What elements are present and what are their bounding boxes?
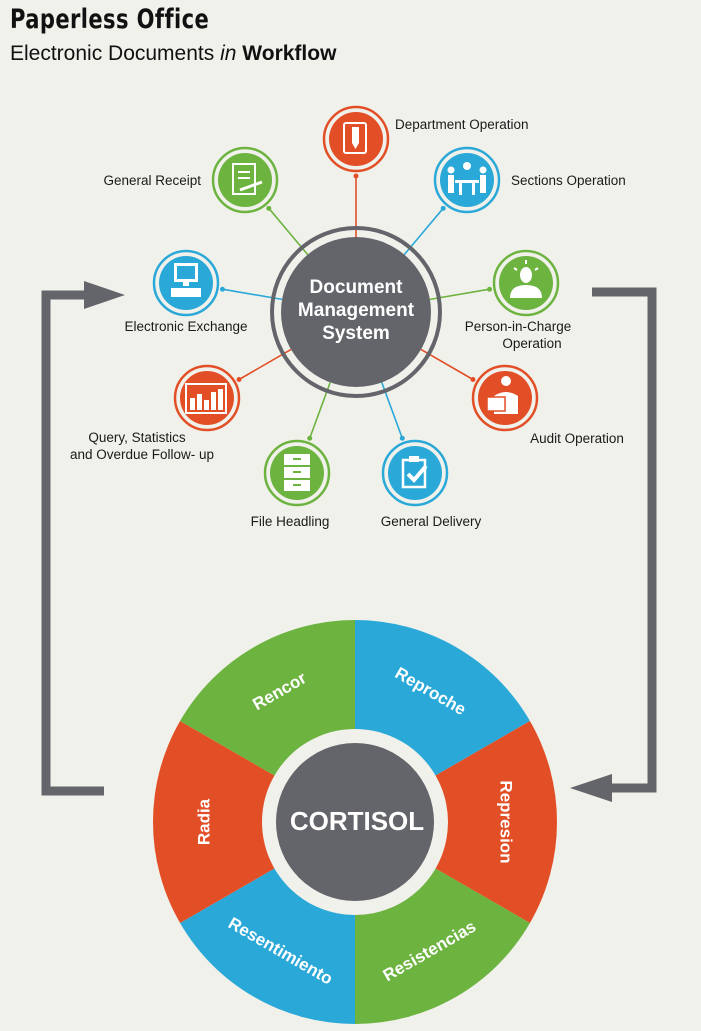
hub-line3: System	[322, 323, 390, 344]
file-cabinet-icon	[284, 454, 310, 491]
cycle-arrow-left	[41, 290, 104, 796]
meeting-icon	[447, 162, 487, 195]
subtitle-bold: Workflow	[242, 42, 337, 65]
cycle-arrow-right	[592, 287, 657, 793]
arrow-head-right	[570, 774, 612, 802]
connector-dot	[470, 377, 476, 383]
satellite-label: Department Operation	[395, 117, 529, 132]
clipboard-check-icon	[401, 456, 428, 489]
satellite-label-line1: Person-in-Charge	[465, 319, 572, 334]
connector-dot	[236, 377, 242, 383]
lightbulb-person-icon	[510, 260, 542, 298]
satellite-electronic-exchange: Electronic Exchange	[124, 249, 248, 334]
computer-icon	[171, 263, 201, 297]
person-reading-icon	[486, 376, 518, 414]
arrow-head-left	[84, 281, 125, 309]
page-title: Paperless Office	[10, 4, 210, 35]
connector-dot	[399, 435, 405, 441]
hub-line2: Management	[298, 300, 415, 321]
satellite-person-in-charge-operation: Person-in-Charge Operation	[465, 249, 572, 351]
connector-dot	[440, 205, 446, 211]
satellite-label-line2: Operation	[502, 336, 561, 351]
satellite-query-statistics: Query, Statistics and Overdue Follow- up	[70, 364, 241, 462]
connector-dot	[307, 435, 313, 441]
satellite-sections-operation: Sections Operation	[433, 146, 626, 214]
satellite-label: General Delivery	[381, 514, 482, 529]
wheel-center-label: CORTISOL	[290, 806, 424, 836]
connector-dot	[219, 286, 225, 292]
connector-dot	[266, 205, 272, 211]
page-subtitle: Electronic Documents in Workflow	[10, 42, 336, 66]
satellite-file-headling: File Headling	[251, 439, 331, 529]
satellite-label-line1: Query, Statistics	[88, 430, 186, 445]
wheel-segment-label: Represion	[497, 780, 516, 863]
connector-dot	[353, 173, 359, 179]
satellite-audit-operation: Audit Operation	[471, 364, 624, 446]
wheel-segment-radia	[153, 721, 355, 923]
satellite-label: General Receipt	[103, 173, 201, 188]
bar-chart-icon	[185, 383, 227, 414]
satellite-label: Electronic Exchange	[124, 319, 247, 334]
subtitle-text: Electronic Documents	[10, 42, 215, 65]
satellites: Department Operation General Receipt Sec…	[70, 105, 626, 529]
wheel-center	[276, 743, 434, 901]
satellite-label-line2: and Overdue Follow- up	[70, 447, 214, 462]
satellite-general-delivery: General Delivery	[381, 439, 482, 529]
hub-document-management-system: Document Management System	[270, 226, 442, 398]
satellite-label: Sections Operation	[511, 173, 626, 188]
satellite-general-receipt: General Receipt	[103, 146, 279, 214]
connector-dot	[487, 286, 493, 292]
wheel-segment-represion	[355, 721, 557, 923]
satellite-label: Audit Operation	[530, 431, 624, 446]
wheel-segment-label: Radia	[194, 798, 213, 845]
satellite-department-operation: Department Operation	[322, 105, 529, 173]
satellite-label: File Headling	[251, 514, 330, 529]
document-pen-icon	[232, 163, 263, 195]
hub-line1: Document	[310, 277, 404, 298]
notebook-pencil-icon	[343, 122, 367, 154]
subtitle-italic: in	[220, 42, 237, 65]
